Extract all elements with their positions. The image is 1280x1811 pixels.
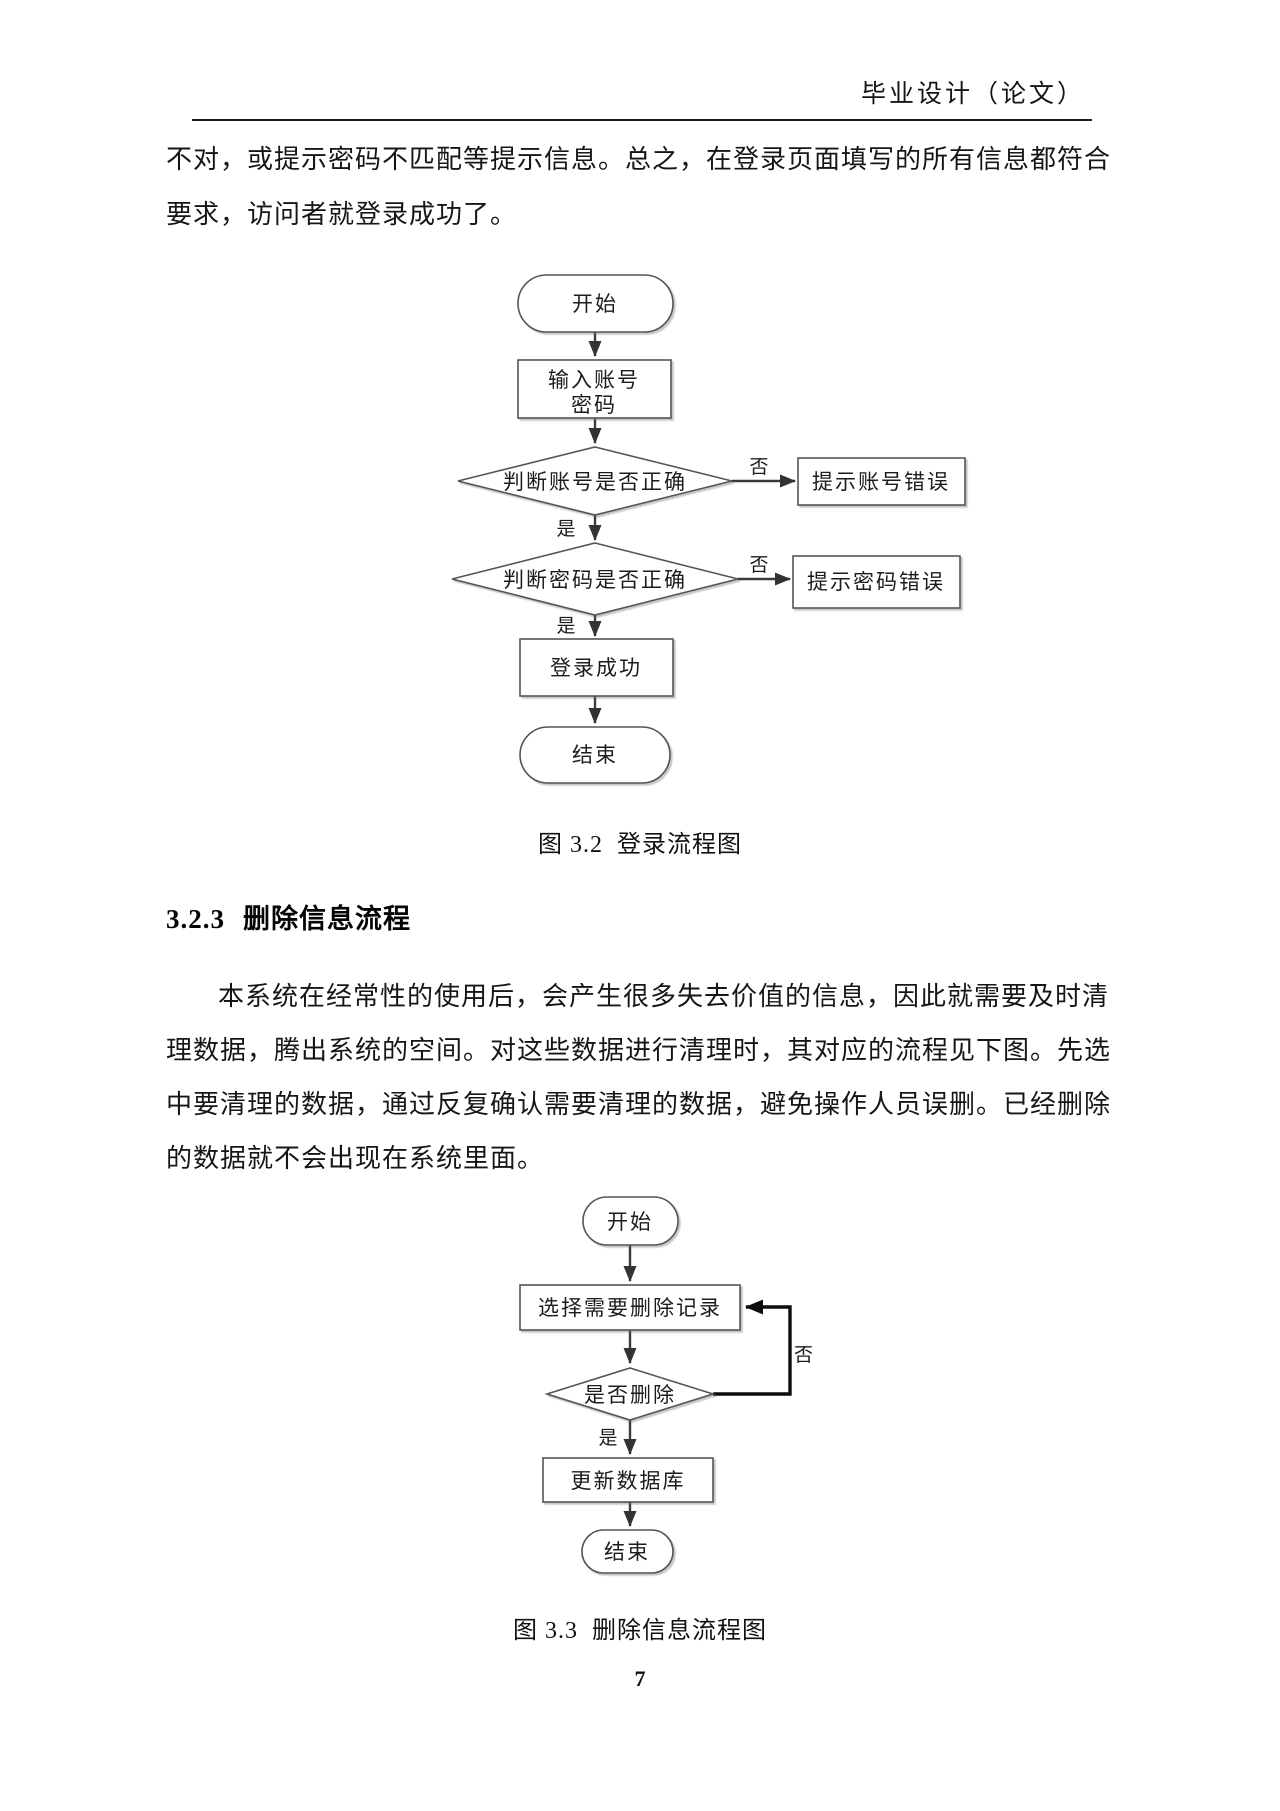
edge-label-no: 否 <box>749 555 768 576</box>
node-label: 提示账号错误 <box>812 470 950 494</box>
edge-label-yes: 是 <box>556 519 575 540</box>
page-number: 7 <box>634 1666 646 1691</box>
delete-flowchart: 开始 选择需要删除记录 是否删除 更新数据库 结束 否 是 <box>519 1196 813 1574</box>
paragraph-line: 本系统在经常性的使用后，会产生很多失去价值的信息，因此就需要及时清 <box>218 982 1110 1011</box>
node-label: 判断密码是否正确 <box>503 568 687 592</box>
flowchart-node-start <box>517 274 674 333</box>
node-label: 结束 <box>572 743 618 767</box>
page-header-title: 毕业设计（论文） <box>860 81 1085 108</box>
node-label: 输入账号 <box>548 368 640 392</box>
paragraph-line: 要求，访问者就登录成功了。 <box>166 200 518 229</box>
flowchart-node-input <box>517 359 672 419</box>
header-divider <box>192 119 1092 121</box>
paragraph-line: 不对，或提示密码不匹配等提示信息。总之，在登录页面填写的所有信息都符合 <box>166 145 1112 174</box>
flowchart-node-account-error <box>797 457 966 506</box>
node-label: 选择需要删除记录 <box>538 1296 722 1320</box>
node-label: 开始 <box>607 1210 653 1234</box>
node-label: 更新数据库 <box>571 1469 686 1493</box>
edge-label-no: 否 <box>794 1345 813 1366</box>
node-label: 结束 <box>604 1540 650 1564</box>
paragraph-line: 理数据，腾出系统的空间。对这些数据进行清理时，其对应的流程见下图。先选 <box>166 1036 1112 1065</box>
flowchart-node-password-error <box>792 555 961 609</box>
figure-caption: 图 3.3 删除信息流程图 <box>513 1618 767 1644</box>
node-label: 密码 <box>571 393 617 417</box>
flowchart-node-select <box>519 1284 741 1331</box>
node-label: 是否删除 <box>584 1383 676 1407</box>
section-heading: 3.2.3 删除信息流程 <box>166 897 411 936</box>
login-flowchart: 开始 输入账号 密码 判断账号是否正确 提示账号错误 判断密码是否正确 提示密码… <box>451 274 966 784</box>
node-label: 登录成功 <box>550 656 642 680</box>
node-label: 判断账号是否正确 <box>503 470 687 494</box>
flow-arrow-no-loop <box>713 1299 792 1396</box>
flowchart-node-end <box>581 1529 674 1574</box>
flowchart-node-success <box>519 638 674 697</box>
section-title: 删除信息流程 <box>243 904 411 934</box>
node-label: 提示密码错误 <box>807 570 945 594</box>
edge-label-yes: 是 <box>556 616 575 637</box>
node-label: 开始 <box>572 292 618 316</box>
paragraph-line: 的数据就不会出现在系统里面。 <box>166 1144 545 1173</box>
flowchart-node-end <box>519 726 671 784</box>
flowchart-node-check-password <box>451 542 739 616</box>
flowchart-node-start <box>582 1196 679 1246</box>
paragraph-line: 中要清理的数据，通过反复确认需要清理的数据，避免操作人员误删。已经删除 <box>166 1090 1112 1119</box>
flowchart-node-update <box>542 1457 714 1503</box>
figure-caption: 图 3.2 登录流程图 <box>538 832 742 858</box>
edge-label-no: 否 <box>749 457 768 478</box>
flowchart-node-confirm <box>544 1367 716 1421</box>
flowchart-node-check-account <box>457 446 733 516</box>
edge-label-yes: 是 <box>598 1428 617 1449</box>
section-number: 3.2.3 <box>166 904 225 934</box>
